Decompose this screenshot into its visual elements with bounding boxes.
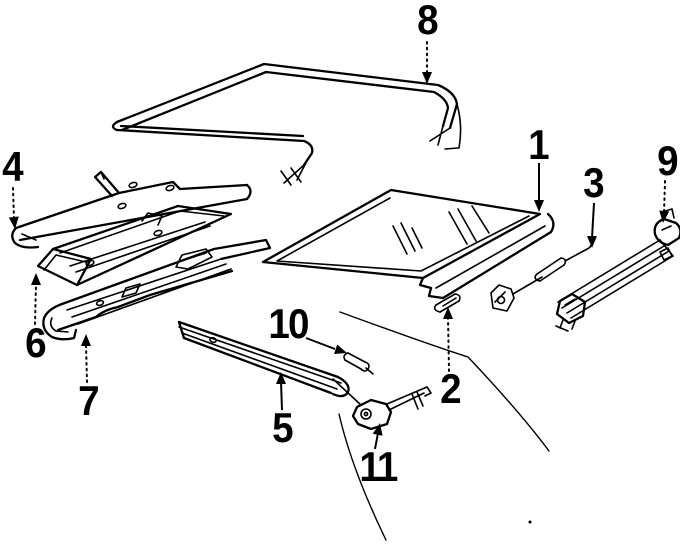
part-5-guide-rail-drawing <box>177 320 350 398</box>
part-11-motor-drawing <box>332 378 432 431</box>
callout-7-arrow-line <box>85 343 88 383</box>
callout-label-7: 7 <box>78 377 100 424</box>
callout-arrows <box>8 41 670 450</box>
callout-label-2: 2 <box>440 365 462 412</box>
part-8-weatherstrip-drawing <box>111 62 462 186</box>
callout-4-arrow-head <box>8 216 19 229</box>
callout-6-arrow-line <box>34 282 37 325</box>
callout-label-5: 5 <box>272 404 294 451</box>
callout-label-1: 1 <box>528 121 550 168</box>
callout-5-arrow-line <box>280 381 283 411</box>
body-outline-sketch-lines <box>338 311 550 541</box>
callout-3-arrow-line <box>591 202 595 239</box>
callout-2-arrow-line <box>447 316 450 372</box>
part-9-guide-tube-rail-drawing <box>555 208 680 332</box>
callout-label-9: 9 <box>657 137 679 184</box>
callout-10-arrow-line <box>305 337 336 350</box>
part-10-clip-drawing <box>343 352 374 375</box>
part-2-retainer-clip-drawing <box>433 293 461 313</box>
callout-5-arrow-head <box>276 372 286 384</box>
callout-11-arrow-line <box>374 432 379 450</box>
callout-label-8: 8 <box>417 0 439 43</box>
part-6-sunshade-panel-drawing <box>36 204 233 287</box>
callout-label-11: 11 <box>359 443 398 490</box>
part-4-front-rail-drawing <box>11 170 252 249</box>
callout-2-arrow-head <box>443 307 453 319</box>
callout-label-10: 10 <box>268 300 309 347</box>
callout-label-4: 4 <box>2 143 24 190</box>
callout-7-arrow-head <box>81 334 91 346</box>
callout-1-arrow-head <box>534 200 544 212</box>
callout-10-arrow-head <box>334 344 347 354</box>
callout-3-arrow-head <box>587 236 597 248</box>
callout-8-arrow-head <box>422 72 432 84</box>
callout-label-3: 3 <box>583 159 605 206</box>
callout-11-arrow-head <box>372 423 383 436</box>
part-3-cable-assembly-drawing <box>490 239 593 312</box>
callout-9-arrow-head <box>659 210 670 223</box>
callout-label-6: 6 <box>25 319 47 366</box>
callout-9-arrow-line <box>663 180 666 214</box>
callout-4-arrow-line <box>12 187 15 220</box>
part-7-channel-rail-drawing <box>42 238 272 341</box>
callout-6-arrow-head <box>31 273 41 285</box>
part-1-glass-panel-drawing <box>261 188 555 300</box>
